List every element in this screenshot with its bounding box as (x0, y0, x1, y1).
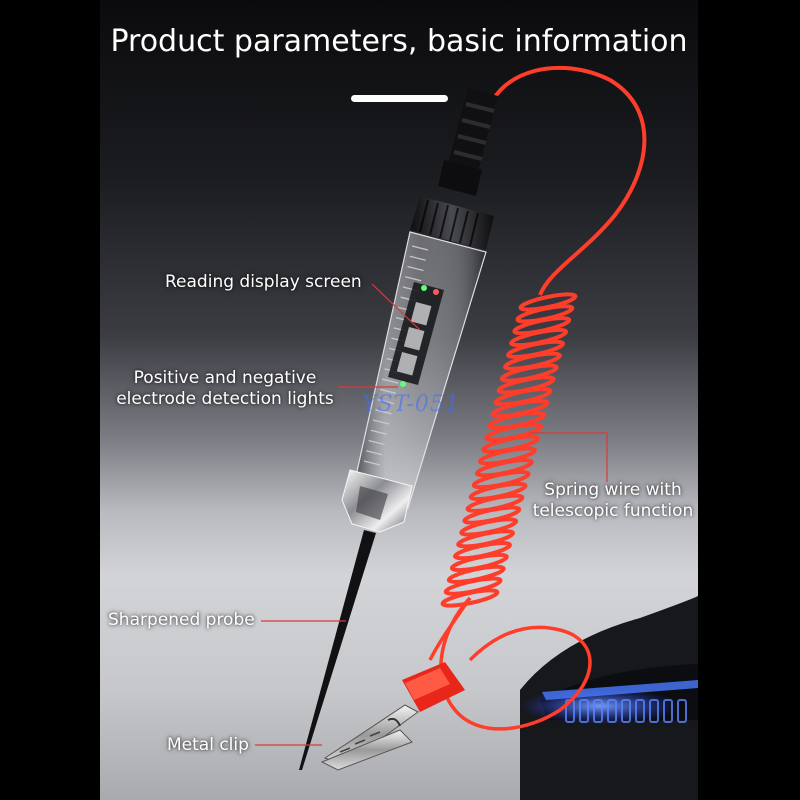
callout-detection-lights: Positive and negative electrode detectio… (112, 368, 338, 410)
inner-spring-turn (375, 409, 392, 415)
page-title: Product parameters, basic information (110, 24, 688, 59)
inner-spring-turn (411, 245, 429, 251)
inner-spring-turn (366, 450, 383, 456)
inner-spring-turn (379, 388, 397, 394)
callout-display-screen: Reading display screen (165, 272, 362, 292)
inner-spring-turn (363, 460, 381, 466)
car-grille (565, 699, 687, 723)
inner-spring-turn (377, 398, 394, 405)
alligator-clip-icon (320, 662, 465, 771)
inner-spring-turn (407, 265, 424, 272)
callout-spring-wire-line2: telescopic function (532, 501, 694, 521)
inner-spring-turn (404, 276, 422, 282)
red-cable-to-clip (428, 597, 472, 661)
spring-coil (440, 292, 578, 608)
inner-spring-turn (370, 429, 388, 435)
inner-spring-turn (372, 419, 390, 425)
leader-lines (255, 283, 608, 746)
inner-spring-turn (368, 439, 385, 446)
watermark: YST-051 (362, 392, 460, 417)
callout-metal-clip: Metal clip (167, 735, 249, 755)
callout-spring-wire: Spring wire with telescopic function (530, 480, 696, 522)
inner-spring-turn (409, 255, 426, 261)
callout-detection-lights-line1: Positive and negative (133, 368, 317, 388)
callout-sharpened-probe: Sharpened probe (108, 610, 255, 630)
inner-spring-turn (382, 378, 399, 384)
spring-coil-loop (440, 588, 500, 608)
callout-detection-lights-line2: electrode detection lights (116, 389, 334, 409)
title-underline-bar (351, 95, 448, 102)
red-cable-upper (486, 65, 647, 296)
callout-spring-wire-line1: Spring wire with (544, 480, 682, 500)
tester-pen (299, 88, 498, 770)
car-silhouette (520, 596, 698, 800)
